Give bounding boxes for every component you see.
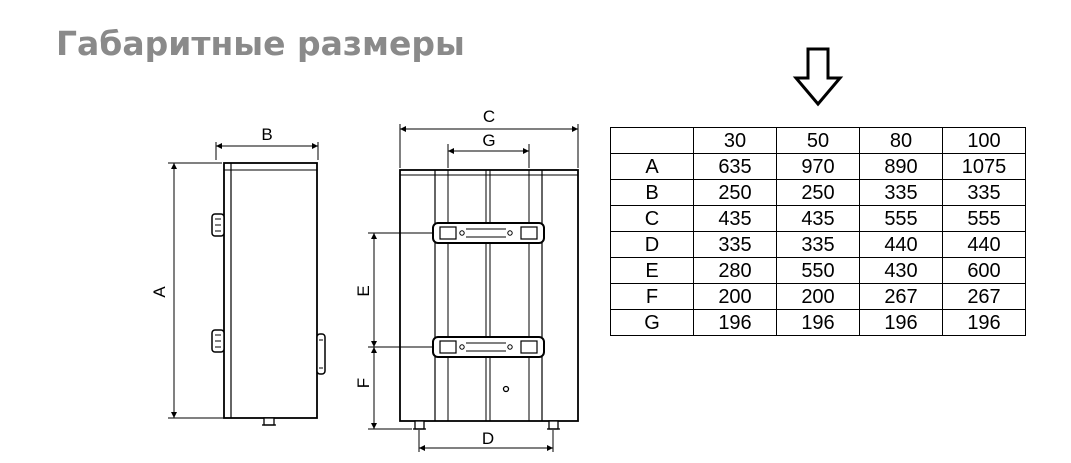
table-row: E 280 550 430 600 <box>610 257 1026 284</box>
table-cell: 267 <box>859 283 943 310</box>
dim-label-c: C <box>483 107 495 126</box>
row-label: A <box>610 153 694 180</box>
table-cell: 335 <box>859 179 943 206</box>
dim-label-d: D <box>482 429 494 448</box>
table-row: F 200 200 267 267 <box>610 283 1026 310</box>
row-label: C <box>610 205 694 232</box>
table-cell: 200 <box>776 283 860 310</box>
table-cell: 440 <box>942 231 1026 258</box>
table-cell: 196 <box>693 309 777 336</box>
row-label: E <box>610 257 694 284</box>
row-label: B <box>610 179 694 206</box>
column-header: 100 <box>942 127 1026 154</box>
row-label: D <box>610 231 694 258</box>
table-row: G 196 196 196 196 <box>610 309 1026 336</box>
table-cell: 335 <box>693 231 777 258</box>
table-cell: 970 <box>776 153 860 180</box>
table-row: C 435 435 555 555 <box>610 205 1026 232</box>
row-label: G <box>610 309 694 336</box>
table-cell: 280 <box>693 257 777 284</box>
dim-label-f: F <box>354 378 373 388</box>
table-cell: 600 <box>942 257 1026 284</box>
dimensions-table: 30 50 80 100 A 635 970 890 1075 B 250 25… <box>610 127 1026 336</box>
page-title: Габаритные размеры <box>56 24 465 63</box>
table-cell: 550 <box>776 257 860 284</box>
dim-label-e: E <box>354 285 373 296</box>
arrow-down-outline-icon <box>792 47 844 107</box>
table-cell: 250 <box>693 179 777 206</box>
table-cell: 267 <box>942 283 1026 310</box>
table-cell: 435 <box>693 205 777 232</box>
table-row: A 635 970 890 1075 <box>610 153 1026 180</box>
table-cell: 440 <box>859 231 943 258</box>
table-cell: 555 <box>942 205 1026 232</box>
dim-label-a: A <box>150 286 169 298</box>
side-view <box>168 142 326 426</box>
table-cell: 635 <box>693 153 777 180</box>
table-cell: 1075 <box>942 153 1026 180</box>
table-cell: 196 <box>859 309 943 336</box>
front-view <box>368 124 579 452</box>
table-header-row: 30 50 80 100 <box>610 127 1026 154</box>
column-header: 80 <box>859 127 943 154</box>
column-header: 50 <box>776 127 860 154</box>
table-cell: 435 <box>776 205 860 232</box>
row-label: F <box>610 283 694 310</box>
dim-label-g: G <box>482 131 495 150</box>
table-cell: 335 <box>776 231 860 258</box>
table-row: B 250 250 335 335 <box>610 179 1026 206</box>
table-cell: 890 <box>859 153 943 180</box>
table-corner-cell <box>610 127 694 154</box>
table-cell: 555 <box>859 205 943 232</box>
table-row: D 335 335 440 440 <box>610 231 1026 258</box>
table-cell: 200 <box>693 283 777 310</box>
table-cell: 250 <box>776 179 860 206</box>
table-cell: 196 <box>776 309 860 336</box>
table-cell: 335 <box>942 179 1026 206</box>
column-header: 30 <box>693 127 777 154</box>
table-cell: 430 <box>859 257 943 284</box>
table-cell: 196 <box>942 309 1026 336</box>
dim-label-b: B <box>261 125 272 144</box>
